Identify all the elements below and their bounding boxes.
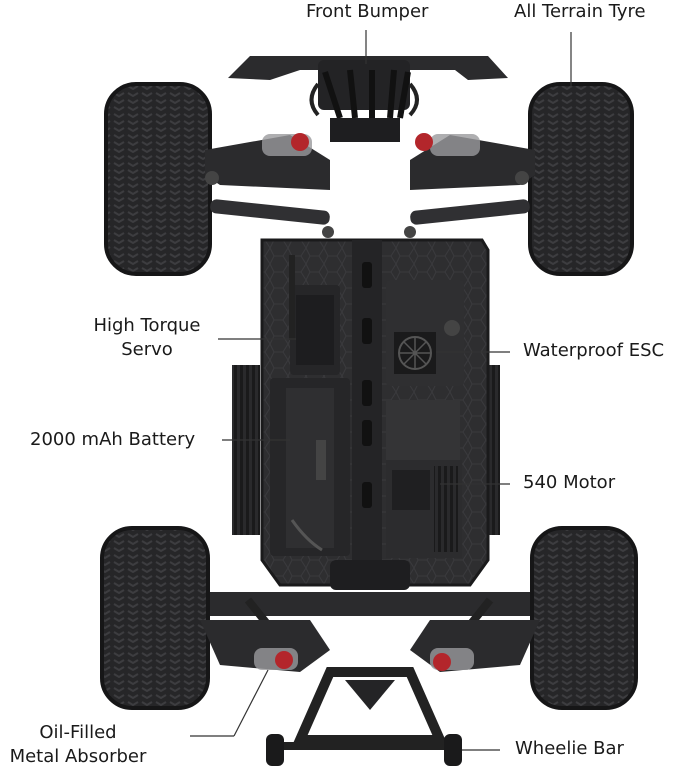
label-front-bumper: Front Bumper bbox=[306, 1, 429, 22]
label-battery: 2000 mAh Battery bbox=[30, 429, 196, 450]
label-oil-filled-absorber: Oil-Filled Metal Absorber bbox=[0, 721, 156, 769]
servo bbox=[289, 255, 340, 375]
label-540-motor: 540 Motor bbox=[523, 472, 616, 493]
rear-transmission bbox=[200, 560, 540, 654]
label-high-torque-servo: High Torque Servo bbox=[80, 314, 214, 362]
wheelie-bar bbox=[266, 667, 462, 766]
label-all-terrain-tyre: All Terrain Tyre bbox=[514, 1, 646, 22]
label-high-torque-servo-line1: High Torque bbox=[93, 315, 201, 336]
rear-right-tyre bbox=[530, 526, 638, 710]
label-oil-filled-line2: Metal Absorber bbox=[9, 746, 147, 767]
front-left-tyre bbox=[104, 82, 212, 276]
leader-absorber-2 bbox=[233, 669, 269, 737]
leader-lines bbox=[190, 30, 572, 751]
label-high-torque-servo-line2: Servo bbox=[121, 339, 173, 360]
rear-left-tyre bbox=[100, 526, 210, 710]
front-bumper bbox=[228, 56, 508, 142]
battery bbox=[270, 378, 350, 556]
esc bbox=[386, 280, 464, 386]
label-waterproof-esc: Waterproof ESC bbox=[523, 340, 665, 361]
front-right-tyre bbox=[528, 82, 634, 276]
label-oil-filled-line1: Oil-Filled bbox=[39, 722, 117, 743]
rear-shocks bbox=[200, 620, 540, 672]
front-suspension bbox=[205, 133, 535, 238]
label-wheelie-bar: Wheelie Bar bbox=[515, 738, 624, 759]
motor bbox=[386, 400, 462, 558]
